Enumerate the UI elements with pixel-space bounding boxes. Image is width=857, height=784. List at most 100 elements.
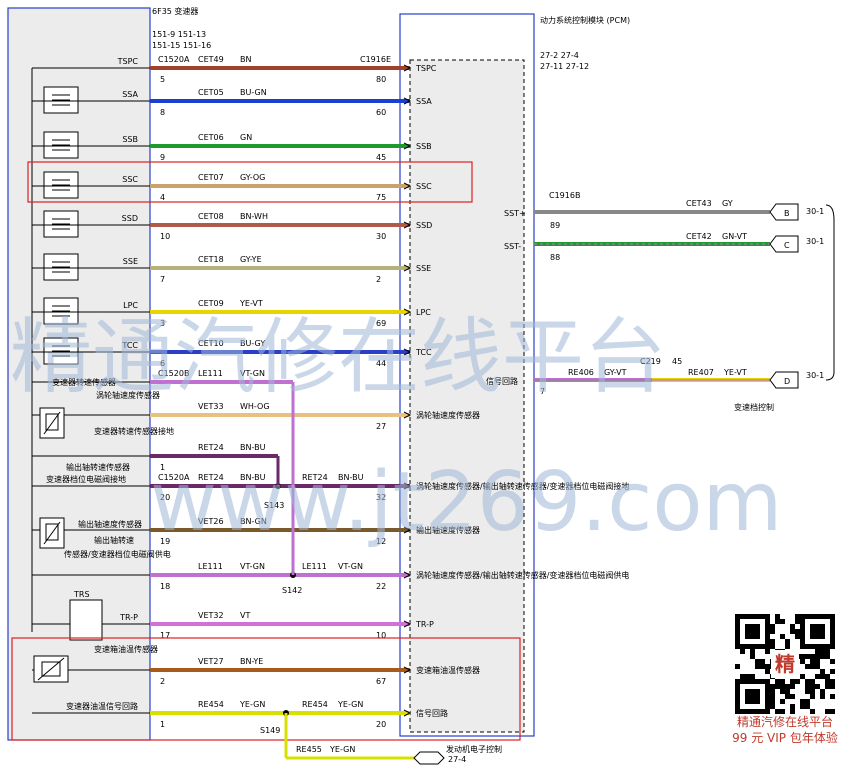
- wire-right-label: TCC: [415, 348, 432, 357]
- qr-module: [750, 634, 755, 639]
- qr-module: [775, 684, 780, 689]
- qr-code[interactable]: 精: [735, 614, 835, 714]
- qr-module: [765, 684, 770, 689]
- qr-module: [810, 644, 815, 649]
- tag-d: [769, 371, 799, 389]
- wire-color2: VT-GN: [338, 562, 363, 571]
- qr-module: [820, 649, 825, 654]
- wire-pin-right: 10: [376, 631, 386, 640]
- qr-module: [745, 679, 750, 684]
- qr-module: [795, 614, 800, 619]
- qr-module: [825, 614, 830, 619]
- pin-arrow: [403, 348, 412, 356]
- qr-module: [800, 624, 805, 629]
- qr-module: [735, 639, 740, 644]
- qr-module: [830, 629, 835, 634]
- pin-arrow: [403, 142, 412, 150]
- wire-pin-right: 80: [376, 75, 386, 84]
- qr-module: [735, 704, 740, 709]
- qr-module: [740, 709, 745, 714]
- label-oss-supply-b: 传感器/变速器档位电磁阀供电: [64, 549, 171, 559]
- qr-module: [765, 694, 770, 699]
- label-signal-loop: 信号回路: [486, 376, 518, 386]
- wire-right-label: 信号回路: [416, 708, 448, 718]
- qr-module: [795, 619, 800, 624]
- group-bracket: [825, 204, 835, 381]
- qr-module: [760, 664, 765, 669]
- pin-arrow: [403, 308, 412, 316]
- label-ref-b: 30-1: [806, 207, 824, 216]
- label-pin88: 88: [550, 253, 560, 262]
- qr-module: [775, 619, 780, 624]
- qr-module: [825, 644, 830, 649]
- qr-module: [815, 664, 820, 669]
- label-cet42-color: GN-VT: [722, 232, 747, 241]
- label-c219: C219: [640, 357, 661, 366]
- label-oss-sensor-b: 变速器档位电磁阀接地: [46, 474, 126, 484]
- qr-module: [760, 659, 765, 664]
- wire-color: WH-OG: [240, 402, 270, 411]
- qr-module: [745, 629, 750, 634]
- wire-color2: YE-GN: [337, 700, 363, 709]
- wire-pin-left: 6: [160, 359, 165, 368]
- qr-module: [765, 689, 770, 694]
- qr-module: [755, 614, 760, 619]
- wire-pin-left: 7: [160, 275, 165, 284]
- qr-module: [735, 679, 740, 684]
- wire-right-label: TR-P: [415, 620, 434, 629]
- qr-module: [765, 649, 770, 654]
- wire-color: BN-WH: [240, 212, 268, 221]
- qr-module: [800, 614, 805, 619]
- qr-module: [795, 634, 800, 639]
- qr-module: [820, 689, 825, 694]
- qr-module: [790, 679, 795, 684]
- promo-line1: 精通汽修在线平台: [736, 715, 833, 729]
- wire-color: GN: [240, 133, 252, 142]
- wire-pin-left: 2: [160, 677, 165, 686]
- tag-b: [769, 203, 799, 221]
- pin-arrow: [403, 709, 412, 717]
- wire-right-label: TSPC: [415, 64, 437, 73]
- qr-module: [830, 694, 835, 699]
- qr-module: [750, 644, 755, 649]
- wire-pin-right: 75: [376, 193, 386, 202]
- qr-module: [820, 674, 825, 679]
- qr-module: [765, 709, 770, 714]
- wire-color: BU-GN: [240, 88, 267, 97]
- qr-module: [815, 644, 820, 649]
- qr-module: [810, 694, 815, 699]
- qr-module: [750, 689, 755, 694]
- qr-module: [790, 694, 795, 699]
- qr-module: [820, 694, 825, 699]
- wire-pin-left: 4: [160, 193, 165, 202]
- qr-module: [805, 679, 810, 684]
- qr-module: [830, 619, 835, 624]
- pin-arrow: [403, 64, 412, 72]
- label-sst-plus: SST+: [504, 209, 526, 218]
- qr-module: [745, 699, 750, 704]
- wire-right-label: 涡轮轴速度传感器/输出轴转速传感器/变速器档位电磁阀接地: [416, 481, 629, 491]
- qr-module: [750, 699, 755, 704]
- label-s143: S143: [264, 501, 284, 510]
- highlight-tft: [11, 637, 521, 741]
- wire-pin-left: 8: [160, 108, 165, 117]
- pin-arrow: [403, 264, 412, 272]
- wire-right-label: SSB: [416, 142, 432, 151]
- qr-module: [830, 659, 835, 664]
- wire-left-label: TR-P: [119, 613, 138, 622]
- qr-module: [735, 664, 740, 669]
- wire-code: VET26: [198, 517, 224, 526]
- qr-module: [800, 654, 805, 659]
- qr-module: [780, 684, 785, 689]
- qr-module: [830, 679, 835, 684]
- qr-module: [755, 699, 760, 704]
- wire-right-label: 涡轮轴速度传感器: [416, 410, 480, 420]
- qr-module: [765, 699, 770, 704]
- qr-module: [755, 624, 760, 629]
- label-ecm-pin: 27-4: [448, 755, 466, 764]
- wire-conn: C1520A: [158, 55, 190, 64]
- qr-module: [805, 654, 810, 659]
- qr-module: [830, 624, 835, 629]
- qr-module: [755, 694, 760, 699]
- qr-module: [785, 639, 790, 644]
